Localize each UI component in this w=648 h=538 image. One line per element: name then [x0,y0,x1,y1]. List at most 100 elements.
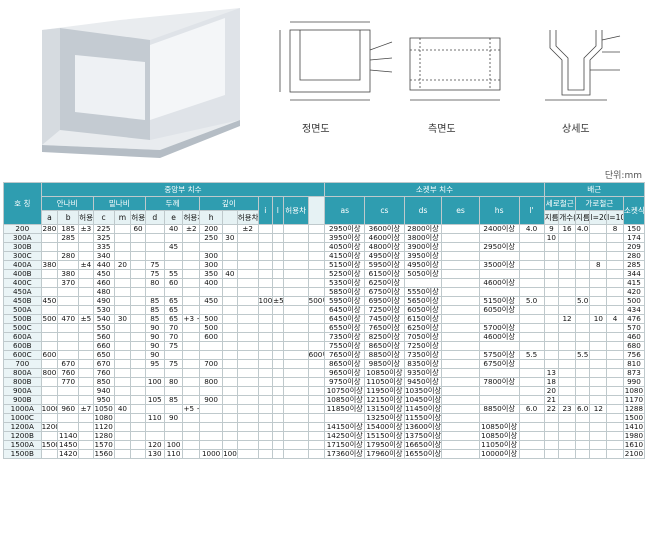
table-cell [130,287,146,297]
table-cell [589,341,608,351]
table-cell [40,413,59,423]
table-cell: 9 [543,224,560,234]
table-cell [144,386,165,396]
table-cell: 420 [622,287,646,297]
table-cell [257,413,274,423]
table-cell [282,377,309,387]
table-cell [606,440,624,450]
table-cell [441,440,480,450]
table-cell [558,296,576,306]
table-cell: 940 [92,386,115,396]
table-cell [574,269,591,279]
table-cell [558,413,576,423]
table-cell: 11050이상 [478,440,520,450]
table-cell: 11050이상 [364,377,405,387]
table-cell: 3950이상 [403,251,443,261]
table-cell: 7650이상 [324,350,366,360]
table-cell: 280 [57,251,80,261]
table-cell [574,395,591,405]
table-cell [606,278,624,288]
table-cell: 6250이상 [403,323,443,333]
table-cell: 21 [543,395,560,405]
table-cell: +5 −2 [182,404,201,414]
table-cell [222,224,238,234]
table-cell [441,386,480,396]
table-cell [589,332,608,342]
col-name: 호 칭 [3,182,42,225]
row-name-cell: 500A [3,305,42,315]
table-cell [606,404,624,414]
table-cell [606,359,624,369]
table-cell: 11550이상 [403,413,443,423]
row-name-cell: 700 [3,359,42,369]
table-cell [222,377,238,387]
table-cell [518,251,545,261]
table-cell [606,413,624,423]
table-cell [257,287,274,297]
table-cell: 1050 [92,404,115,414]
table-cell [236,314,259,324]
table-cell [257,431,274,441]
col-weight: 소켓식중량(kg) [622,196,646,225]
table-cell [236,242,259,252]
table-cell: 10350이상 [403,386,443,396]
table-cell [236,305,259,315]
table-cell [257,332,274,342]
table-cell: 10000이상 [478,449,520,459]
table-cell [272,224,284,234]
table-cell [558,260,576,270]
table-cell: 2800이상 [403,224,443,234]
table-cell: 185 [57,224,80,234]
table-cell [40,395,59,405]
table-cell: 85 [144,305,165,315]
table-cell [163,233,184,243]
table-cell: 300 [199,251,224,261]
row-name-cell: 450B [3,296,42,306]
table-cell: 3950이상 [324,233,366,243]
table-cell: 65 [163,305,184,315]
table-cell [40,251,59,261]
table-cell [606,341,624,351]
table-cell: 90 [163,413,184,423]
table-cell: 4 [606,314,624,324]
table-cell [441,350,480,360]
table-cell [113,332,132,342]
table-cell [589,386,608,396]
table-cell [606,242,624,252]
table-cell [130,404,146,414]
col-center-dims: 중앙부 치수 [40,182,326,197]
table-cell [236,359,259,369]
table-cell [130,323,146,333]
table-cell [574,251,591,261]
table-cell [113,395,132,405]
table-cell [130,449,146,459]
diagrams-svg [42,8,621,158]
table-cell [272,359,284,369]
table-cell [113,323,132,333]
table-cell [182,278,201,288]
table-cell [236,332,259,342]
table-cell: 480 [92,287,115,297]
table-cell [518,287,545,297]
table-cell: 7650이상 [364,323,405,333]
table-cell: 280 [40,224,59,234]
table-cell: 900 [199,395,224,405]
table-cell [236,233,259,243]
table-cell [57,305,80,315]
table-cell [606,431,624,441]
table-cell [130,413,146,423]
table-cell [272,233,284,243]
table-cell: 1450 [57,440,80,450]
table-cell: 350 [199,269,224,279]
row-name-cell: 400B [3,269,42,279]
table-cell: 6050이상 [478,305,520,315]
table-cell: 4050이상 [324,242,366,252]
table-cell [543,413,560,423]
table-cell: 760 [57,368,80,378]
col-inner-width: 안나비 [40,196,94,211]
table-cell: 500 [199,314,224,324]
table-cell [558,251,576,261]
table-cell: 209 [622,242,646,252]
